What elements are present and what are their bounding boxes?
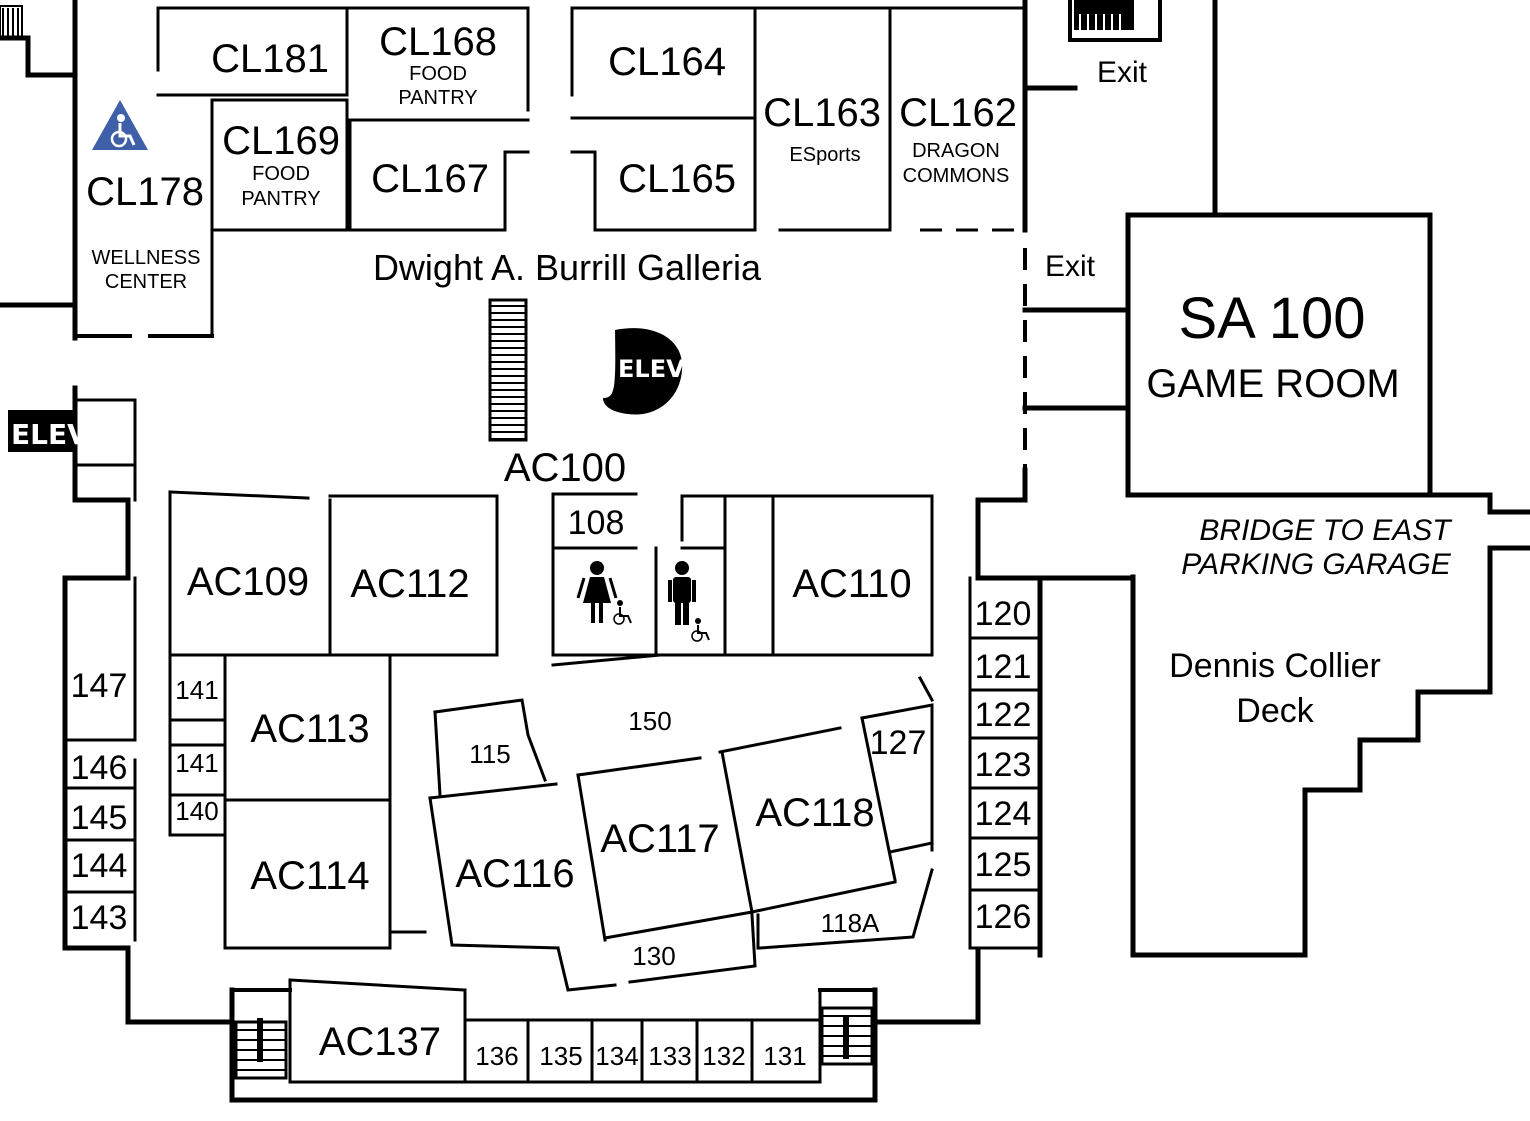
svg-text:ELEV: ELEV (11, 418, 89, 451)
svg-text:CENTER: CENTER (105, 271, 187, 293)
room-ac116: AC116 (455, 852, 574, 896)
svg-text:FOOD: FOOD (409, 63, 467, 85)
south-walls (229, 978, 878, 1103)
room-141-upper: 141 (175, 675, 218, 705)
room-south: 131 (763, 1041, 806, 1071)
room-ac110: AC110 (792, 562, 911, 606)
exit-label-galleria: Exit (1045, 250, 1096, 283)
svg-text:PANTRY: PANTRY (241, 188, 320, 210)
room-cl169: CL169 (222, 119, 340, 163)
mens-accessible-icon (691, 618, 710, 642)
room-west: 147 (71, 667, 128, 705)
room-140: 140 (175, 796, 218, 826)
west-walls (8, 385, 235, 1025)
room-east: 123 (975, 746, 1032, 784)
room-west: 144 (71, 847, 128, 885)
south-room-labels: 136 135 134 133 132 131 (475, 1041, 806, 1071)
room-west: 143 (71, 899, 128, 937)
room-south: 136 (475, 1041, 518, 1071)
room-east: 122 (975, 696, 1032, 734)
room-ac109: AC109 (187, 560, 309, 604)
galleria-stair (488, 298, 528, 442)
svg-text:ELEV: ELEV (618, 355, 685, 383)
deck-label-1: Dennis Collier (1169, 647, 1381, 685)
room-ac100: AC100 (504, 446, 626, 490)
svg-text:WELLNESS: WELLNESS (92, 247, 201, 269)
room-east: 124 (975, 795, 1032, 833)
room-ac114: AC114 (250, 854, 369, 898)
stair-southeast (820, 1006, 874, 1066)
north-wing-walls (0, 0, 1162, 341)
room-south: 133 (648, 1041, 691, 1071)
room-ac137: AC137 (319, 1020, 441, 1064)
room-east: 125 (975, 846, 1032, 884)
room-cl167: CL167 (371, 157, 489, 201)
east-labels: SA 100 GAME ROOM BRIDGE TO EAST PARKING … (1146, 286, 1453, 730)
room-cl181: CL181 (211, 37, 329, 81)
room-cl163: CL163 (763, 91, 881, 135)
room-108: 108 (568, 504, 625, 542)
room-sa100: SA 100 (1178, 286, 1365, 351)
elevator-main-icon: ELEV (603, 328, 685, 415)
room-cl164: CL164 (608, 40, 726, 84)
womens-accessible-icon (613, 600, 632, 625)
east-room-labels: 120 121 122 123 124 125 126 (975, 595, 1032, 936)
svg-text:PANTRY: PANTRY (398, 87, 477, 109)
elevator-west-icon: ELEV (11, 418, 89, 451)
svg-text:COMMONS: COMMONS (903, 165, 1010, 187)
room-east: 121 (975, 648, 1032, 686)
room-west: 145 (71, 799, 128, 837)
room-cl178: CL178 (86, 170, 204, 214)
room-cl165: CL165 (618, 157, 736, 201)
room-cl162: CL162 (899, 91, 1017, 135)
room-130: 130 (632, 941, 675, 971)
room-ac113: AC113 (250, 707, 369, 751)
room-east: 126 (975, 898, 1032, 936)
room-127: 127 (870, 724, 927, 762)
room-118a: 118A (821, 908, 880, 938)
galleria-walls (867, 0, 1530, 1025)
room-ac118: AC118 (755, 791, 874, 835)
room-ac117: AC117 (600, 817, 719, 861)
room-south: 134 (595, 1041, 638, 1071)
mens-restroom-icon (668, 561, 696, 625)
svg-text:GAME ROOM: GAME ROOM (1146, 362, 1399, 406)
room-cl168: CL168 (379, 20, 497, 64)
room-141-lower: 141 (175, 748, 218, 778)
room-east: 120 (975, 595, 1032, 633)
womens-restroom-icon (576, 561, 618, 623)
room-south: 135 (539, 1041, 582, 1071)
svg-text:ESports: ESports (789, 144, 860, 166)
room-south: 132 (702, 1041, 745, 1071)
room-ac112: AC112 (350, 562, 469, 606)
room-150: 150 (628, 706, 671, 736)
galleria-label: Dwight A. Burrill Galleria (373, 247, 762, 288)
north-wing-labels: CL181 CL168 FOOD PANTRY CL164 CL163 ESpo… (86, 20, 1148, 293)
stair-southwest (234, 1018, 288, 1080)
deck-label-2: Deck (1236, 692, 1314, 730)
bridge-label-1: BRIDGE TO EAST (1199, 514, 1453, 547)
svg-text:DRAGON: DRAGON (912, 140, 1000, 162)
room-115: 115 (469, 739, 510, 769)
ac-core-walls (168, 490, 1042, 992)
west-room-labels: 147 146 145 144 143 (71, 667, 128, 937)
exit-label-top: Exit (1097, 56, 1148, 89)
room-west: 146 (71, 749, 128, 787)
ac-core-labels: AC100 AC109 AC112 108 AC110 AC113 AC114 … (175, 446, 926, 1064)
svg-text:FOOD: FOOD (252, 163, 310, 185)
accessible-icon (92, 100, 148, 150)
bridge-label-2: PARKING GARAGE (1181, 548, 1451, 581)
